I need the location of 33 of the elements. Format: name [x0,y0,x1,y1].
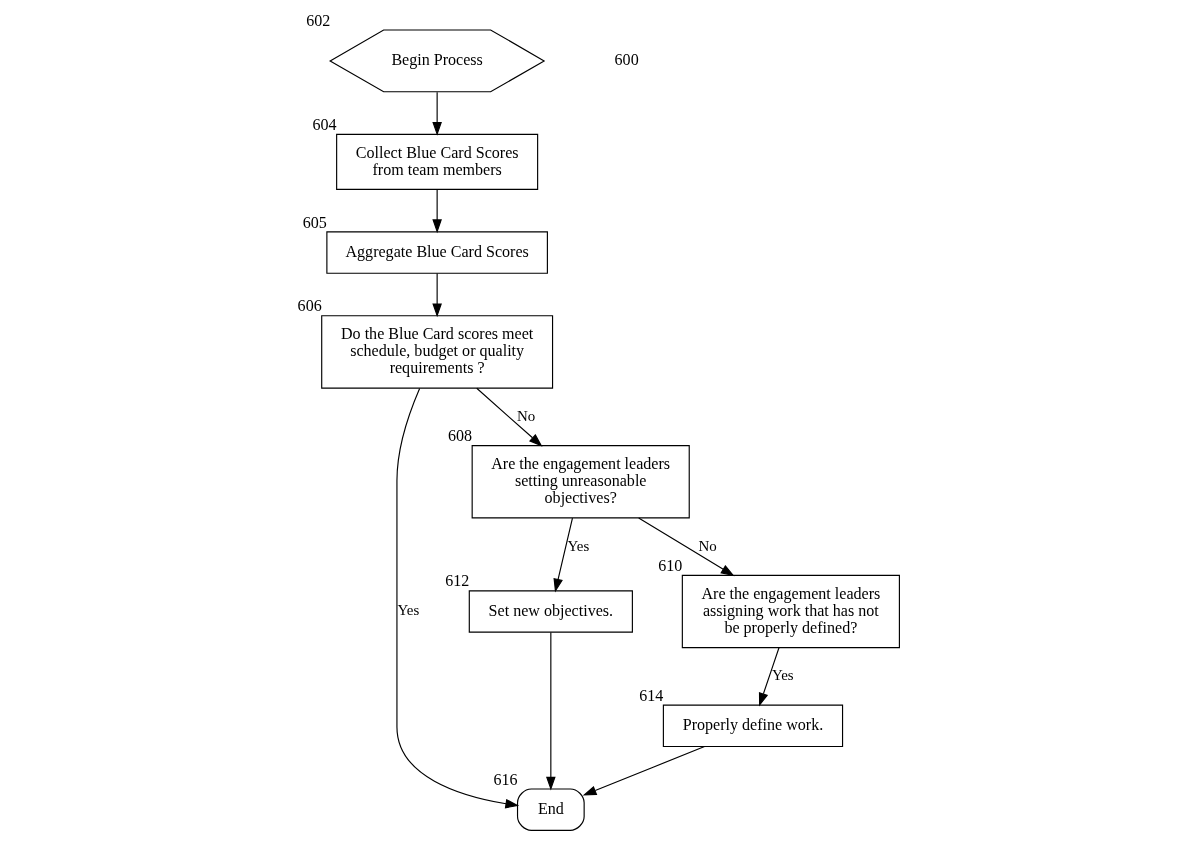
node-box: Do the Blue Card scores meet schedule, budget or quality requirements ? [320,315,553,389]
arrow [637,517,735,577]
node-box: Collect Blue Card Scores from team members [335,133,538,190]
edge-label: Yes [397,602,419,619]
arrow [582,745,705,796]
node-box: End [516,788,585,831]
node-label: 605 [302,213,327,231]
arrow [431,272,442,318]
node-label: 614 [638,686,663,704]
node-box: Are the engagement leaders assigning work that has not be properly defined? [681,574,900,649]
arrow [475,387,542,447]
arrow [545,631,556,791]
edge-label: No [697,537,717,554]
node-box: Are the engagement leaders setting unreasonable objectives? [471,445,690,519]
node-label: 604 [312,115,337,133]
node-box: Aggregate Blue Card Scores [325,231,548,274]
arrow [431,189,442,234]
node-label: 610 [657,556,682,574]
arrow [395,387,519,809]
arrow [431,91,442,136]
node-label: 612 [444,572,469,590]
node-label: 616 [492,770,518,788]
label: 600 [614,51,639,69]
node-box: Set new objectives. [468,590,633,633]
arrow [552,517,573,593]
node-label: 602 [305,11,330,29]
edge-label: Yes [567,537,589,554]
node-label: 608 [447,427,472,445]
node-box: Properly define work. [662,704,843,748]
edge-label: No [516,407,535,424]
node-label: 606 [297,297,322,315]
edge-label: Yes [771,667,794,684]
arrow [758,647,780,707]
